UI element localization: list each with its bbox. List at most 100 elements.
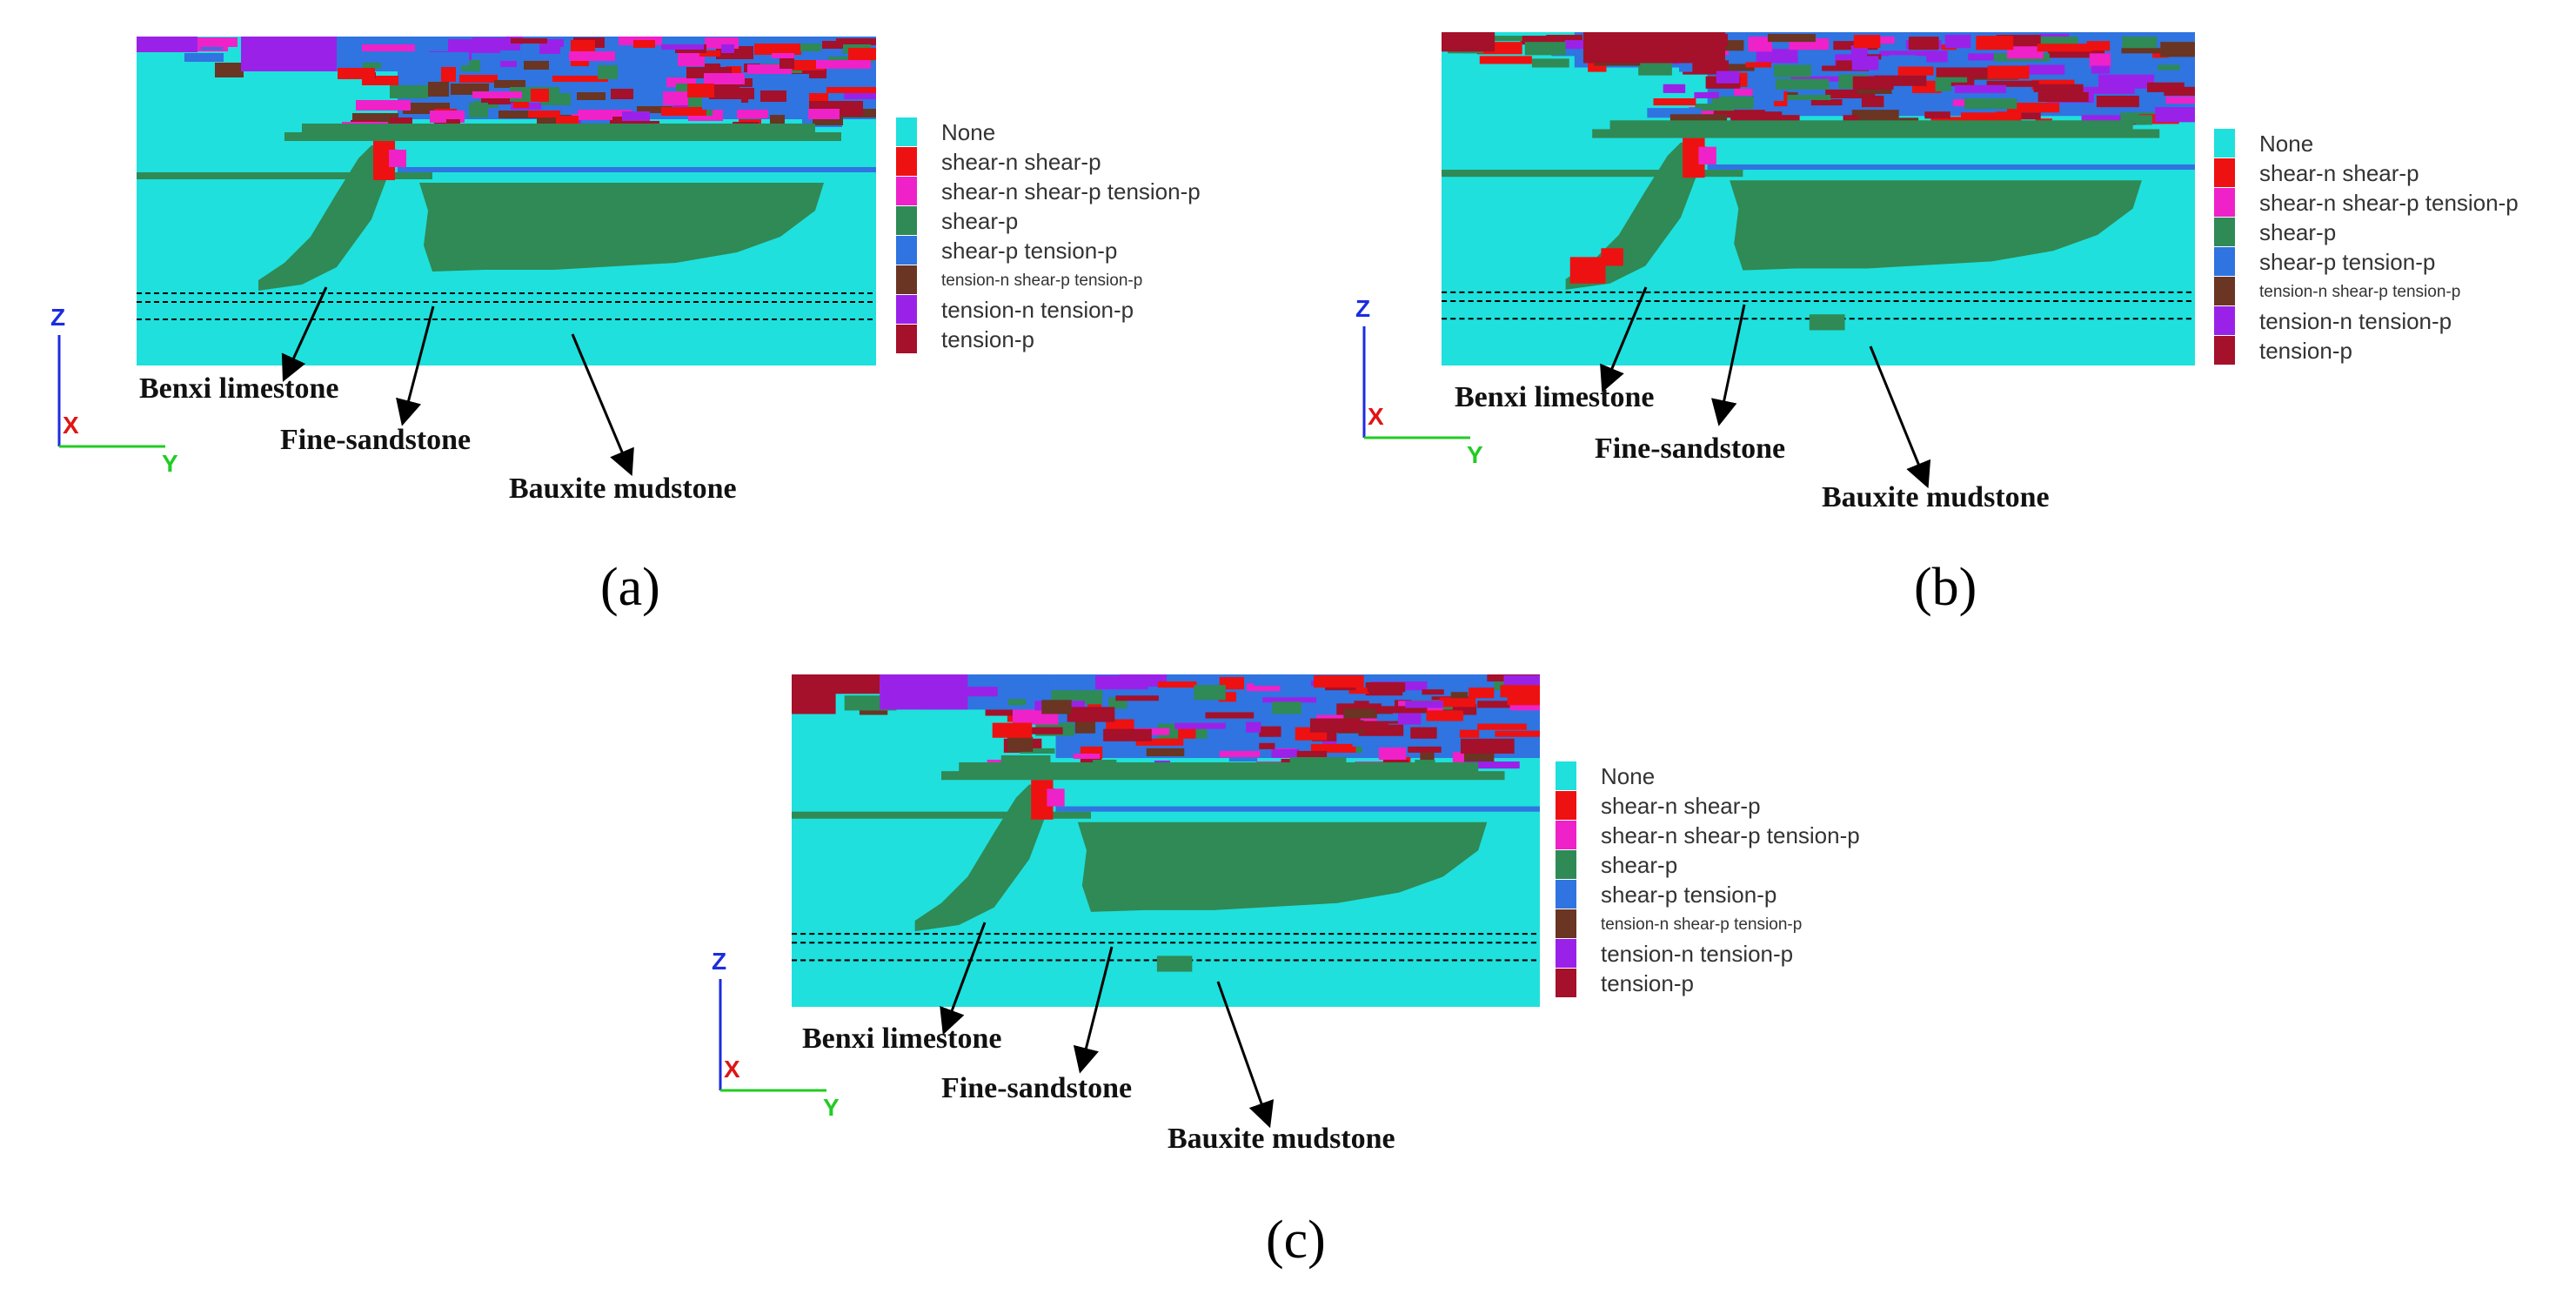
arrow-benxi bbox=[281, 286, 328, 382]
legend-label: tension-p bbox=[2259, 338, 2352, 364]
legend-swatch bbox=[896, 147, 917, 176]
zone-cell bbox=[2133, 58, 2183, 65]
axis-label-z: Z bbox=[50, 304, 66, 331]
zone-cell bbox=[1246, 721, 1261, 733]
zone-cell bbox=[1954, 84, 2006, 93]
legend-swatch bbox=[1556, 821, 1576, 849]
zone-cell bbox=[1569, 257, 1606, 284]
zone-cell bbox=[1247, 683, 1281, 692]
axis-label-y: Y bbox=[162, 450, 178, 477]
zone-cell bbox=[704, 73, 745, 84]
legend-swatch bbox=[2214, 218, 2235, 246]
zone-cell bbox=[2121, 48, 2161, 54]
zone-cell bbox=[800, 44, 821, 51]
legend-swatch bbox=[2214, 306, 2235, 335]
zone-cell bbox=[2160, 42, 2195, 57]
axis-lines bbox=[719, 979, 826, 1092]
legend-label: shear-p bbox=[1601, 852, 1678, 878]
zone-cell bbox=[1843, 115, 1858, 124]
zone-cell bbox=[770, 115, 785, 124]
zone-cell bbox=[2083, 86, 2135, 94]
arrow-fine bbox=[1711, 304, 1746, 426]
zone-cell bbox=[1852, 76, 1894, 90]
zone-cell bbox=[1009, 727, 1063, 734]
zone-cell bbox=[1376, 714, 1399, 721]
zone-cell bbox=[1310, 743, 1356, 753]
zone-cell bbox=[1259, 742, 1275, 749]
arrow-benxi bbox=[940, 922, 987, 1036]
zone-cell bbox=[663, 91, 688, 105]
zone-cell bbox=[389, 150, 406, 167]
zone-cell bbox=[1509, 704, 1540, 711]
zone-cell bbox=[880, 674, 968, 710]
zone-cell bbox=[661, 44, 704, 50]
zone-cell bbox=[1343, 708, 1394, 719]
zone-cell bbox=[418, 52, 469, 65]
zone-cell bbox=[241, 37, 337, 71]
zone-cell bbox=[809, 93, 828, 101]
legend-swatch bbox=[896, 206, 917, 235]
zone-cell bbox=[571, 40, 595, 53]
label-bauxite-mudstone: Bauxite mudstone bbox=[509, 473, 737, 505]
zone-cell bbox=[556, 116, 579, 124]
zone-cell bbox=[338, 68, 375, 79]
zone-cell bbox=[1964, 97, 2017, 110]
zone-cell bbox=[1007, 736, 1034, 752]
zone-cell bbox=[1495, 730, 1540, 737]
zone-cell bbox=[1663, 84, 1686, 93]
zone-cell bbox=[572, 114, 612, 120]
zone-cell bbox=[2096, 95, 2139, 108]
zone-cell bbox=[1810, 99, 1843, 106]
legend-swatch bbox=[1556, 969, 1576, 997]
zone-region bbox=[1077, 822, 1488, 912]
zone-cell bbox=[1174, 722, 1226, 729]
arrow-bauxite bbox=[1216, 981, 1275, 1129]
failure-zone-map bbox=[792, 674, 1540, 1007]
label-fine-sandstone: Fine-sandstone bbox=[280, 424, 472, 456]
zone-region bbox=[1565, 142, 1708, 290]
zone-cell bbox=[1041, 700, 1072, 714]
zone-cell bbox=[2047, 48, 2105, 58]
zone-cell bbox=[524, 61, 549, 70]
zone-cell bbox=[531, 89, 549, 102]
axis-label-x: X bbox=[63, 412, 79, 439]
zone-cell bbox=[2016, 112, 2041, 120]
zone-cell bbox=[1851, 56, 1879, 70]
panel-label-b: (b) bbox=[1914, 558, 1977, 617]
zone-cell bbox=[2086, 41, 2111, 51]
failure-zone-model bbox=[137, 37, 876, 365]
zone-cell bbox=[1935, 79, 1951, 91]
legend-label: shear-n shear-p tension-p bbox=[2259, 190, 2519, 216]
legend-label: tension-p bbox=[941, 326, 1034, 352]
zone-cell bbox=[1583, 32, 1726, 64]
legend-swatch bbox=[1556, 880, 1576, 909]
zone-cell bbox=[1477, 701, 1516, 708]
legend-label: tension-n shear-p tension-p bbox=[941, 272, 1143, 290]
zone-cell bbox=[1774, 64, 1811, 77]
zone-cell bbox=[1889, 55, 1917, 68]
zone-cell bbox=[1020, 748, 1055, 754]
zone-cell bbox=[2098, 74, 2155, 89]
zone-cell bbox=[1748, 37, 1773, 52]
zone-cell bbox=[637, 106, 672, 113]
zone-cell bbox=[1507, 694, 1540, 706]
zone-cell bbox=[1778, 94, 1831, 101]
zone-cell bbox=[2037, 44, 2092, 52]
legend-label: None bbox=[1601, 763, 1656, 789]
zone-region bbox=[258, 145, 398, 291]
zone-cell bbox=[1707, 164, 2195, 171]
zone-cell bbox=[1426, 710, 1463, 721]
zone-cell bbox=[1638, 61, 1672, 76]
axis-lines bbox=[1362, 326, 1470, 439]
label-fine-sandstone: Fine-sandstone bbox=[1595, 433, 1786, 465]
zone-cell bbox=[1609, 120, 2133, 131]
zone-cell bbox=[1716, 70, 1740, 84]
legend-label: shear-p bbox=[941, 208, 1019, 234]
zone-cell bbox=[494, 80, 525, 88]
label-benxi-limestone: Benxi limestone bbox=[802, 1023, 1002, 1055]
zone-cell bbox=[448, 39, 500, 53]
zone-cell bbox=[500, 61, 517, 67]
zone-cell bbox=[187, 37, 238, 47]
zone-region bbox=[1730, 180, 2142, 271]
